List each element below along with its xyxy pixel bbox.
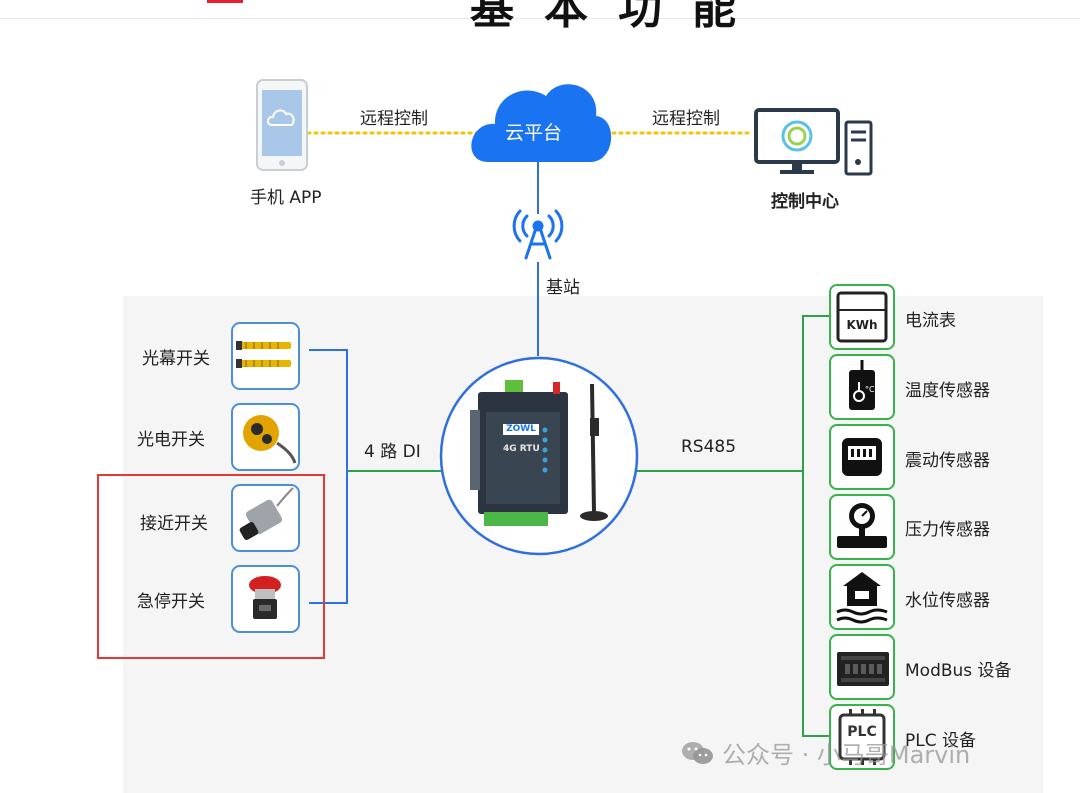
tower-icon [512, 209, 564, 260]
watermark: 公众号 · 小马哥Marvin [680, 735, 970, 770]
plc-device-card: PLC [829, 704, 895, 770]
base-station-label: 基站 [546, 278, 580, 298]
light-curtain-icon [236, 341, 291, 368]
kwh-meter-icon [836, 291, 888, 343]
output-label: 水位传感器 [905, 591, 990, 611]
wechat-icon [682, 741, 713, 764]
computer-icon [754, 108, 873, 176]
di-bus-line [309, 349, 348, 604]
vibration-sensor-card [829, 424, 895, 490]
remote-control-right-label: 远程控制 [652, 109, 720, 129]
phone-icon [256, 79, 308, 171]
plc-icon-text: PLC [847, 724, 877, 740]
input-label: 急停开关 [137, 592, 205, 612]
cloud-platform-label: 云平台 [505, 122, 563, 144]
temperature-sensor-card: °C [829, 354, 895, 420]
cloud-icon [471, 84, 612, 162]
output-label: 压力传感器 [905, 520, 990, 540]
modbus-device-card [829, 634, 895, 700]
kwh-meter-text: KWh [846, 318, 878, 332]
phone-app-label: 手机 APP [250, 188, 322, 208]
svg-text:°C: °C [865, 385, 875, 394]
output-label: PLC 设备 [905, 731, 976, 751]
output-label: 温度传感器 [905, 381, 990, 401]
header-red-tab [207, 0, 243, 3]
rs485-link-label: RS485 [681, 437, 737, 457]
device-brand: ZOWL [503, 424, 539, 435]
output-label: 震动传感器 [905, 451, 990, 471]
di-link-label: 4 路 DI [364, 442, 421, 462]
header-strip [0, 0, 1080, 19]
emergency-stop-icon [249, 576, 281, 619]
modbus-device-icon [837, 652, 889, 686]
input-label: 光电开关 [137, 430, 205, 450]
output-label: 电流表 [905, 311, 956, 331]
rtu-device-circle [439, 356, 639, 556]
temperature-sensor-icon: °C [849, 360, 875, 410]
rs485-bus-line [802, 315, 829, 737]
vibration-sensor-icon [842, 438, 882, 476]
pressure-sensor-icon [837, 503, 887, 548]
photoelectric-switch-card [231, 403, 300, 471]
pressure-sensor-card [829, 494, 895, 560]
highlight-box [97, 474, 325, 659]
emergency-stop-card [231, 565, 300, 633]
water-level-sensor-icon [836, 572, 888, 624]
proximity-switch-icon [239, 487, 294, 540]
proximity-switch-card [231, 484, 300, 552]
control-center-label: 控制中心 [771, 192, 839, 212]
remote-control-left-label: 远程控制 [360, 109, 428, 129]
device-model: 4G RTU [503, 444, 540, 454]
input-label: 光幕开关 [142, 349, 210, 369]
watermark-text: 公众号 · 小马哥Marvin [722, 741, 971, 769]
kwh-meter-card: KWh [829, 284, 895, 350]
input-label: 接近开关 [140, 514, 208, 534]
output-label: ModBus 设备 [905, 661, 1012, 681]
photoelectric-switch-icon [243, 415, 297, 464]
plc-icon [838, 709, 886, 765]
water-level-sensor-card [829, 564, 895, 630]
page-title: 基本功能 [470, 0, 766, 34]
light-curtain-card [231, 322, 300, 390]
